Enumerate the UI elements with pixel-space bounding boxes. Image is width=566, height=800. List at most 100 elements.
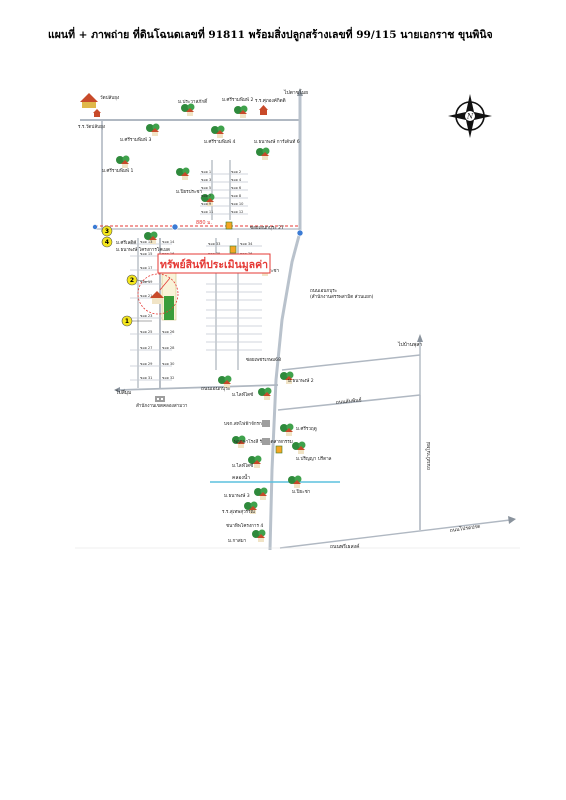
- village-icon: [256, 147, 270, 160]
- village-icon: [234, 105, 248, 118]
- compass-icon: N: [448, 94, 492, 138]
- soi-label: ซอย 9: [201, 202, 212, 206]
- distance-label: 880 ม.: [196, 220, 212, 226]
- soi-label: ซอย 28: [162, 346, 175, 350]
- village-icon: [211, 125, 225, 138]
- soi-label: ซอย 14: [162, 240, 175, 244]
- label-village: ม.ศรีรามพิมพ์ 2: [222, 96, 253, 103]
- soi-label: ซอย 26: [162, 330, 175, 334]
- arrow-west: [114, 387, 120, 393]
- label-village: ชนาทิพโครงการ 4: [226, 522, 263, 529]
- label-village: ม.ธนาพงษ์ 3: [224, 492, 250, 499]
- intersection-dot: [296, 229, 304, 237]
- school-icon: [259, 105, 268, 115]
- soi-label: ซอย 21: [140, 294, 152, 298]
- label-village: ม.ศรีรามพิมพ์ 1: [102, 167, 133, 174]
- arrow-north: [297, 88, 303, 96]
- property-green-area: [164, 296, 174, 320]
- village-icon: [218, 375, 232, 388]
- marker-4: 4: [101, 236, 113, 248]
- label-village: ม.ธนาพงษ์ โครงการโคเมด: [116, 246, 170, 253]
- label-road: ถนนเอนกบุระ: [310, 288, 338, 294]
- intersection-dot: [92, 224, 98, 230]
- village-icon: [280, 371, 294, 384]
- soi-label: ซอย 1: [201, 170, 211, 174]
- label-village: ม.ศรีรามพิมพ์ 3: [120, 136, 151, 143]
- label-village: ม.ไลฟ์ไดซ์: [232, 391, 253, 398]
- soi-label: ซอย 25: [140, 330, 152, 334]
- label-road-sub: (สำนักงานสรรพสามิต ส่วนแยก): [310, 293, 374, 300]
- callout-box: ทรัพย์สินที่ประเมินมูลค่า: [157, 253, 271, 274]
- label-top-arrow: ไปตาขโมย: [283, 89, 308, 96]
- soi-label: ซอย 30: [162, 362, 175, 366]
- marker-1: 1: [121, 315, 152, 327]
- label-road: ถนนสัมพันธ์: [335, 396, 362, 406]
- soi-label: ซอย 33: [208, 242, 220, 246]
- label-village: ม.ธนาพงษ์ 2: [288, 377, 314, 384]
- road-east-mid: [281, 354, 421, 371]
- soi-label: ซอย 13: [140, 240, 152, 244]
- label-school-left: ร.ร.วัดปลับยุง: [78, 123, 105, 130]
- label-road: ถนนเอนกบุระ: [201, 386, 231, 392]
- label-road: ไปสี่มุม: [115, 389, 131, 396]
- label-village: ม.ศรีเลติค้: [116, 239, 136, 246]
- soi-label: ซอย 31: [140, 376, 152, 380]
- intersection-dot: [171, 223, 179, 231]
- label-temple: วัดปลับยุง: [100, 94, 119, 101]
- soi-label: ซอย 6: [231, 186, 242, 190]
- building-icon: [262, 438, 270, 445]
- village-icon: [201, 193, 215, 206]
- label-soi-bottom: ซอยเพชรเกษม68: [246, 357, 281, 363]
- soi-label: ซอย 11: [201, 210, 213, 214]
- callout-pointer: [159, 277, 171, 291]
- label-village: ม.ปริญญา ปรีดาล: [296, 455, 332, 462]
- store-icon: [229, 245, 237, 254]
- soi-label: ซอย 29: [140, 362, 153, 366]
- label-road: ไปบ้านพุสา: [397, 341, 422, 348]
- village-icon: [258, 387, 272, 400]
- svg-text:1: 1: [125, 318, 129, 325]
- village-icon: [292, 441, 306, 454]
- village-icon: [248, 455, 262, 468]
- school-icon: [93, 109, 101, 117]
- store-icon: [225, 221, 233, 230]
- building-icon: [262, 420, 270, 427]
- label-river: คลองน้ำ: [232, 472, 250, 481]
- svg-text:4: 4: [105, 239, 109, 246]
- label-village: ม.ปิยะชา: [292, 489, 311, 495]
- label-village: ม.ปิยรประชา: [176, 189, 203, 195]
- soi-label: ซอย 10: [231, 202, 244, 206]
- store-icon: [275, 445, 283, 454]
- soi-label: ซอย 7: [201, 194, 211, 198]
- village-icon: [254, 487, 268, 500]
- label-village: ม.ศรีรามพิมพ์ 4: [204, 138, 235, 145]
- property-circle: [137, 273, 179, 315]
- road-office: [119, 384, 279, 391]
- village-icon: [116, 155, 130, 168]
- label-office: สำนักงานเขตคลองสามวา: [136, 402, 188, 409]
- label-village: ม.ศรีรวฤดู: [296, 425, 317, 432]
- callout-text: ทรัพย์สินที่ประเมินมูลค่า: [160, 256, 268, 272]
- property-house-icon: [150, 291, 164, 304]
- village-icon: [252, 529, 266, 542]
- page-title: แผนที่ + ภาพถ่าย ที่ดินโฉนดเลขที่ 91811 …: [48, 29, 493, 41]
- soi-label: ซอย 4: [231, 178, 242, 182]
- office-icon: [155, 396, 165, 402]
- label-road: ถนนบ้านใหม่: [425, 442, 432, 470]
- soi-label: ซอย 15: [140, 252, 152, 256]
- road-east-low: [277, 394, 421, 411]
- village-icon: [280, 423, 294, 436]
- soi-label: ซอย 8: [231, 194, 242, 198]
- soi-label: ซอย 32: [162, 376, 174, 380]
- village-icon: [232, 435, 246, 448]
- arrow-east-up: [417, 334, 423, 342]
- label-school-bottom: ร.ร.สุเทพสุวรรณ: [222, 509, 256, 515]
- label-road: ถนนพรีเธสงค์: [330, 543, 359, 550]
- soi-label: ซอย 5: [201, 186, 211, 190]
- marker-2: 2: [126, 274, 151, 286]
- soi-label: ซอย 3: [201, 178, 211, 182]
- soi-label: ซอย 2: [231, 170, 241, 174]
- soi-label: ซอย 27: [140, 346, 152, 350]
- label-school-top: ร.ร.ศุภองค์กิตติ: [255, 97, 286, 104]
